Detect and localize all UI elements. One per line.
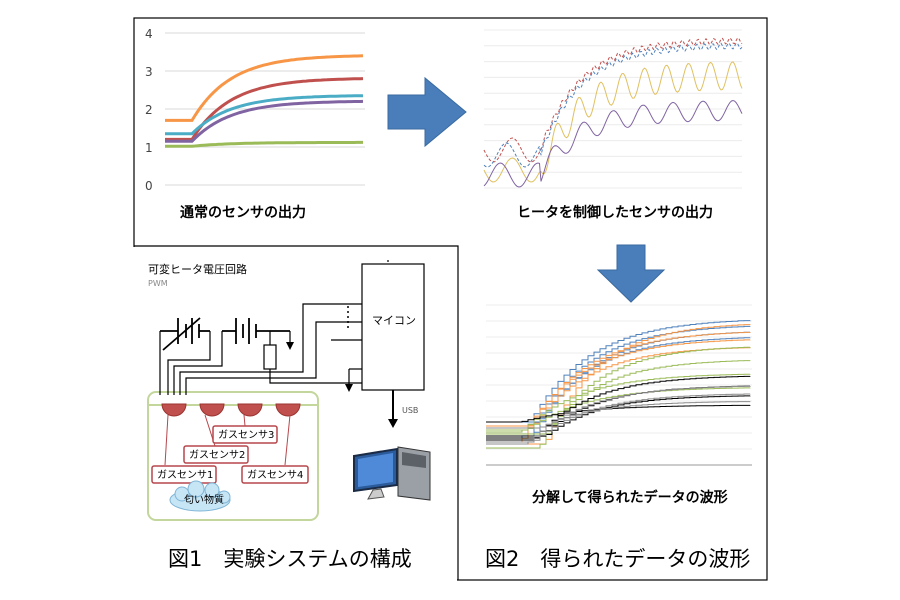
y-tick-4: 4 <box>145 27 153 41</box>
mcu-box <box>361 263 425 391</box>
variable-battery <box>160 317 210 351</box>
decomposed-line-18 <box>486 401 751 429</box>
usb-arrow-icon <box>388 419 398 428</box>
y-tick-3: 3 <box>145 65 153 79</box>
series-line-0 <box>165 54 364 122</box>
circuit-wires <box>159 260 389 395</box>
ground-icon <box>345 384 353 392</box>
gas-sensor-1-label: ガスセンサ1 <box>157 469 213 481</box>
battery <box>222 318 290 344</box>
series-line-2 <box>165 94 364 136</box>
figure-1-caption: 図1 実験システムの構成 <box>168 547 412 571</box>
y-tick-2: 2 <box>145 103 153 117</box>
decomposed-line-14 <box>486 395 751 437</box>
ground-icon <box>286 342 294 350</box>
waveform-1 <box>483 42 743 168</box>
decomposed-line-12 <box>486 375 751 441</box>
mcu-label: マイコン <box>372 314 416 327</box>
usb-label: USB <box>402 406 418 415</box>
decomposed-line-15 <box>486 404 751 423</box>
series-line-1 <box>165 77 364 141</box>
sensor-elements <box>161 403 301 417</box>
odor-label: 匂い物質 <box>184 493 224 506</box>
gas-sensor-4-label: ガスセンサ4 <box>247 469 303 481</box>
waveform-3 <box>483 99 743 188</box>
figure-2-caption: 図2 得られたデータの波形 <box>485 547 751 571</box>
y-tick-0: 0 <box>145 179 153 193</box>
normal-sensor-caption: 通常のセンサの出力 <box>180 205 306 221</box>
gas-sensor-2-label: ガスセンサ2 <box>189 449 245 461</box>
gas-sensor-3-label: ガスセンサ3 <box>218 429 274 441</box>
series-line-4 <box>165 140 363 148</box>
computer-icon <box>353 446 431 501</box>
series-line-3 <box>165 99 364 143</box>
decomposed-line-6 <box>486 339 751 429</box>
decomposed-line-17 <box>486 393 751 443</box>
odor-cloud-icon <box>169 480 231 512</box>
circuit-title: 可変ヒータ電圧回路 <box>148 262 247 276</box>
decomposed-line-9 <box>486 360 751 435</box>
decomposed-line-10 <box>486 373 751 433</box>
waveform-2 <box>483 61 743 183</box>
y-tick-1: 1 <box>145 141 153 155</box>
decomposed-waveform-caption: 分解して得られたデータの波形 <box>532 490 728 506</box>
decomposed-line-0 <box>486 320 751 441</box>
heater-controlled-caption: ヒータを制御したセンサの出力 <box>517 205 713 221</box>
decomposed-line-5 <box>486 331 751 443</box>
circuit-subtitle: PWM <box>148 279 168 288</box>
decomposed-line-16 <box>486 385 751 445</box>
